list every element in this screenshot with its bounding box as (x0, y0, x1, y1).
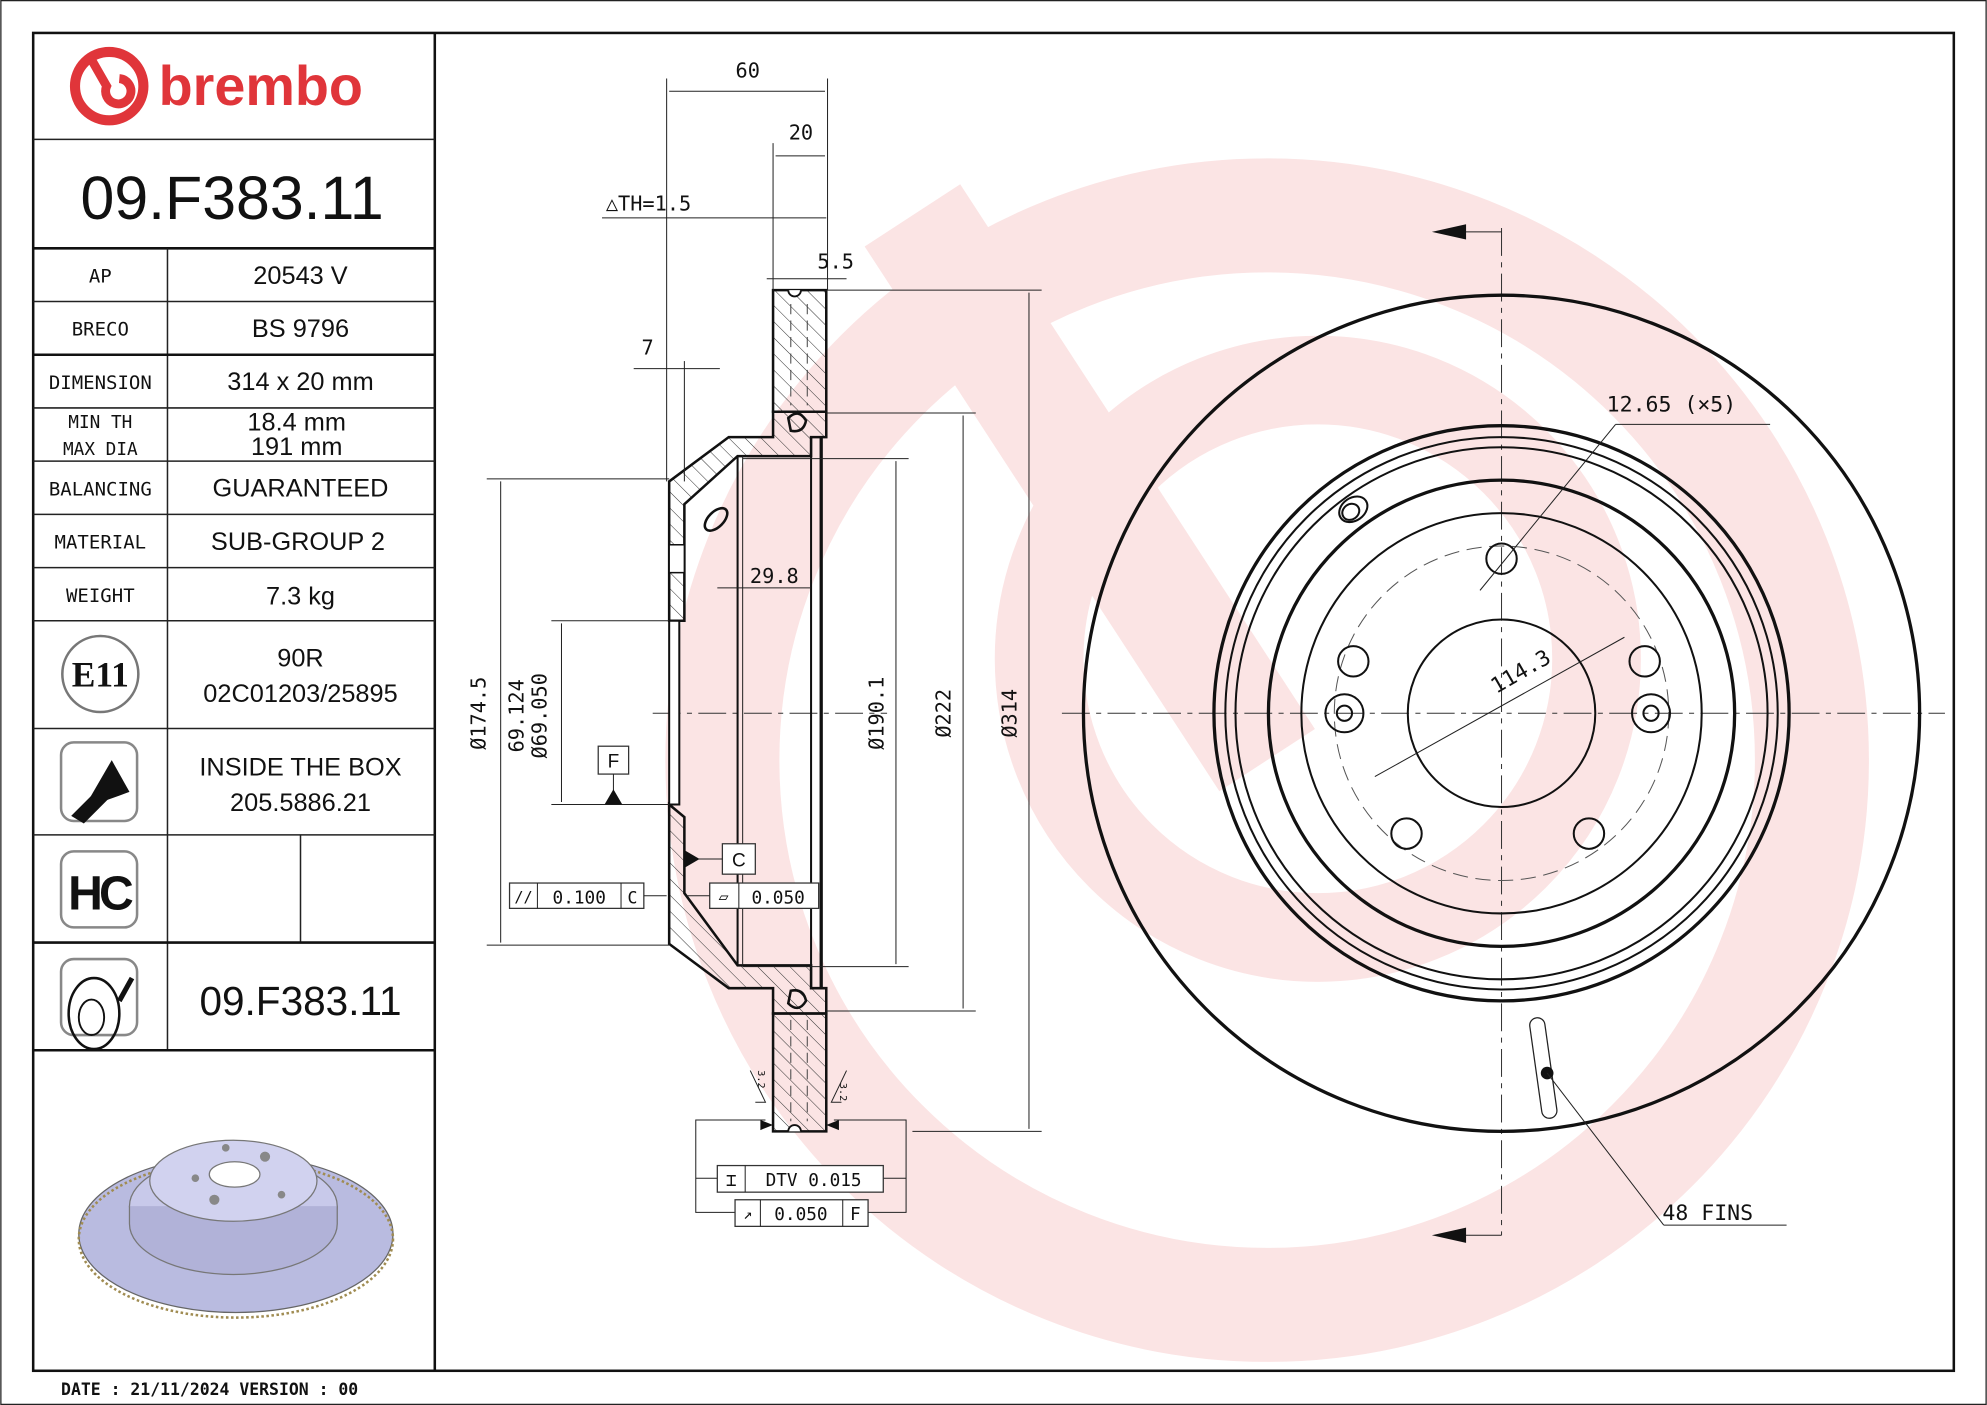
svg-text:DIMENSION: DIMENSION (49, 372, 152, 394)
svg-text:7.3 kg: 7.3 kg (266, 582, 335, 610)
tolerance-flatness: ▱ 0.050 (686, 882, 820, 910)
title-block: brembo 09.F383.11 AP 20543 V BRECO BS 97… (33, 46, 435, 1399)
svg-text:09.F383.11: 09.F383.11 (199, 978, 401, 1024)
svg-text:BRECO: BRECO (72, 319, 129, 341)
dim-diameter-174-5: Ø174.5 (466, 677, 490, 750)
svg-text:BALANCING: BALANCING (49, 478, 152, 500)
spec-row-weight: WEIGHT 7.3 kg (66, 582, 335, 610)
svg-text:↗: ↗ (743, 1205, 752, 1223)
brembo-logo-icon (69, 46, 149, 126)
dim-groove: 5.5 (817, 250, 854, 274)
dim-delta-th: △TH=1.5 (606, 191, 691, 215)
svg-text:MIN TH: MIN TH (68, 413, 132, 433)
screw-icon (59, 741, 139, 824)
dim-diameter-222: Ø222 (931, 689, 955, 738)
svg-text:C: C (627, 888, 637, 907)
dim-diameter-190-1: Ø190.1 (864, 677, 888, 750)
svg-text:314 x 20 mm: 314 x 20 mm (227, 368, 373, 396)
dim-overall-height: 60 (736, 58, 760, 82)
dim-hat-wall: 7 (642, 336, 654, 360)
dim-diameter-314: Ø314 (997, 689, 1021, 738)
dim-diameter-69-max: 69.124 (504, 679, 528, 752)
drawing-frame (31, 31, 1956, 1373)
painted-disc-icon (59, 957, 139, 1051)
screw-row: INSIDE THE BOX 205.5886.21 (59, 741, 402, 824)
svg-text:MATERIAL: MATERIAL (55, 532, 147, 554)
svg-text:205.5886.21: 205.5886.21 (230, 789, 371, 817)
svg-text:0.100: 0.100 (553, 888, 606, 908)
e11-icon: E11 (61, 634, 140, 714)
dim-pcd: 114.3 (1487, 645, 1556, 699)
bolt-holes (1337, 542, 1661, 850)
dim-diameter-69-min: Ø69.050 (527, 673, 551, 758)
homologation-row: E11 90R 02C01203/25895 (61, 634, 398, 714)
footer-date-version: DATE : 21/11/2024 VERSION : 00 (61, 1380, 358, 1399)
spec-row-dimension: DIMENSION 314 x 20 mm (49, 368, 374, 396)
svg-text:20543 V: 20543 V (253, 262, 347, 290)
svg-text:DTV 0.015: DTV 0.015 (766, 1171, 862, 1191)
part-number-title: 09.F383.11 (81, 164, 384, 232)
svg-text:MAX DIA: MAX DIA (63, 440, 138, 460)
section-arrow-top-icon (1431, 224, 1467, 240)
section-view: 60 20 △TH=1.5 5.5 7 29.8 Ø174.5 69.124 Ø… (466, 58, 1042, 1227)
roughness-right: 3.2 (837, 1083, 848, 1101)
painted-row: 09.F383.11 (59, 957, 402, 1051)
datum-c: C (684, 843, 756, 875)
tolerance-runout: ↗ 0.050 F (734, 1199, 869, 1227)
svg-text:GUARANTEED: GUARANTEED (213, 475, 389, 503)
svg-text:AP: AP (89, 266, 112, 288)
tolerance-parallelism: // 0.100 C (508, 882, 667, 910)
svg-text:02C01203/25895: 02C01203/25895 (203, 680, 397, 708)
svg-text:90R: 90R (277, 644, 323, 672)
hc-icon: HC (59, 850, 139, 929)
fins-label: 48 FINS (1662, 1201, 1753, 1226)
brembo-logo: brembo (69, 46, 363, 126)
svg-text:WEIGHT: WEIGHT (66, 585, 135, 607)
svg-text:18.4 mm: 18.4 mm (247, 409, 346, 437)
spec-row-breco: BRECO BS 9796 (72, 315, 349, 343)
svg-text:0.050: 0.050 (751, 888, 804, 908)
roughness-left: 3.2 (755, 1070, 766, 1088)
svg-text:⌶: ⌶ (726, 1171, 737, 1191)
svg-text:191 mm: 191 mm (251, 433, 342, 461)
svg-text:INSIDE THE BOX: INSIDE THE BOX (199, 753, 401, 781)
dim-bolt-hole: 12.65 (×5) (1607, 393, 1737, 418)
svg-text:HC: HC (68, 867, 133, 921)
svg-text://: // (514, 888, 532, 906)
spec-row-material: MATERIAL SUB-GROUP 2 (55, 528, 385, 556)
svg-text:▱: ▱ (719, 887, 729, 906)
spec-row-ap: AP 20543 V (89, 262, 348, 290)
dim-thickness: 20 (789, 120, 813, 144)
brand-name: brembo (159, 55, 363, 117)
section-arrow-bottom-icon (1431, 1227, 1467, 1243)
svg-text:E11: E11 (72, 655, 129, 695)
datum-f: F (597, 745, 630, 805)
disc-3d-render (77, 1139, 395, 1319)
spec-row-balancing: BALANCING GUARANTEED (49, 475, 389, 503)
tolerance-dtv: ⌶ DTV 0.015 (716, 1164, 884, 1193)
spec-row-min-th-max-dia: MIN TH MAX DIA 18.4 mm 191 mm (63, 409, 346, 461)
svg-text:F: F (850, 1205, 861, 1225)
dim-inner-depth: 29.8 (750, 564, 799, 588)
svg-text:BS 9796: BS 9796 (252, 315, 349, 343)
svg-text:C: C (732, 851, 746, 872)
brembo-watermark-icon (665, 158, 1869, 1362)
svg-text:0.050: 0.050 (774, 1205, 827, 1225)
svg-text:F: F (608, 752, 620, 773)
svg-text:SUB-GROUP 2: SUB-GROUP 2 (211, 528, 385, 556)
